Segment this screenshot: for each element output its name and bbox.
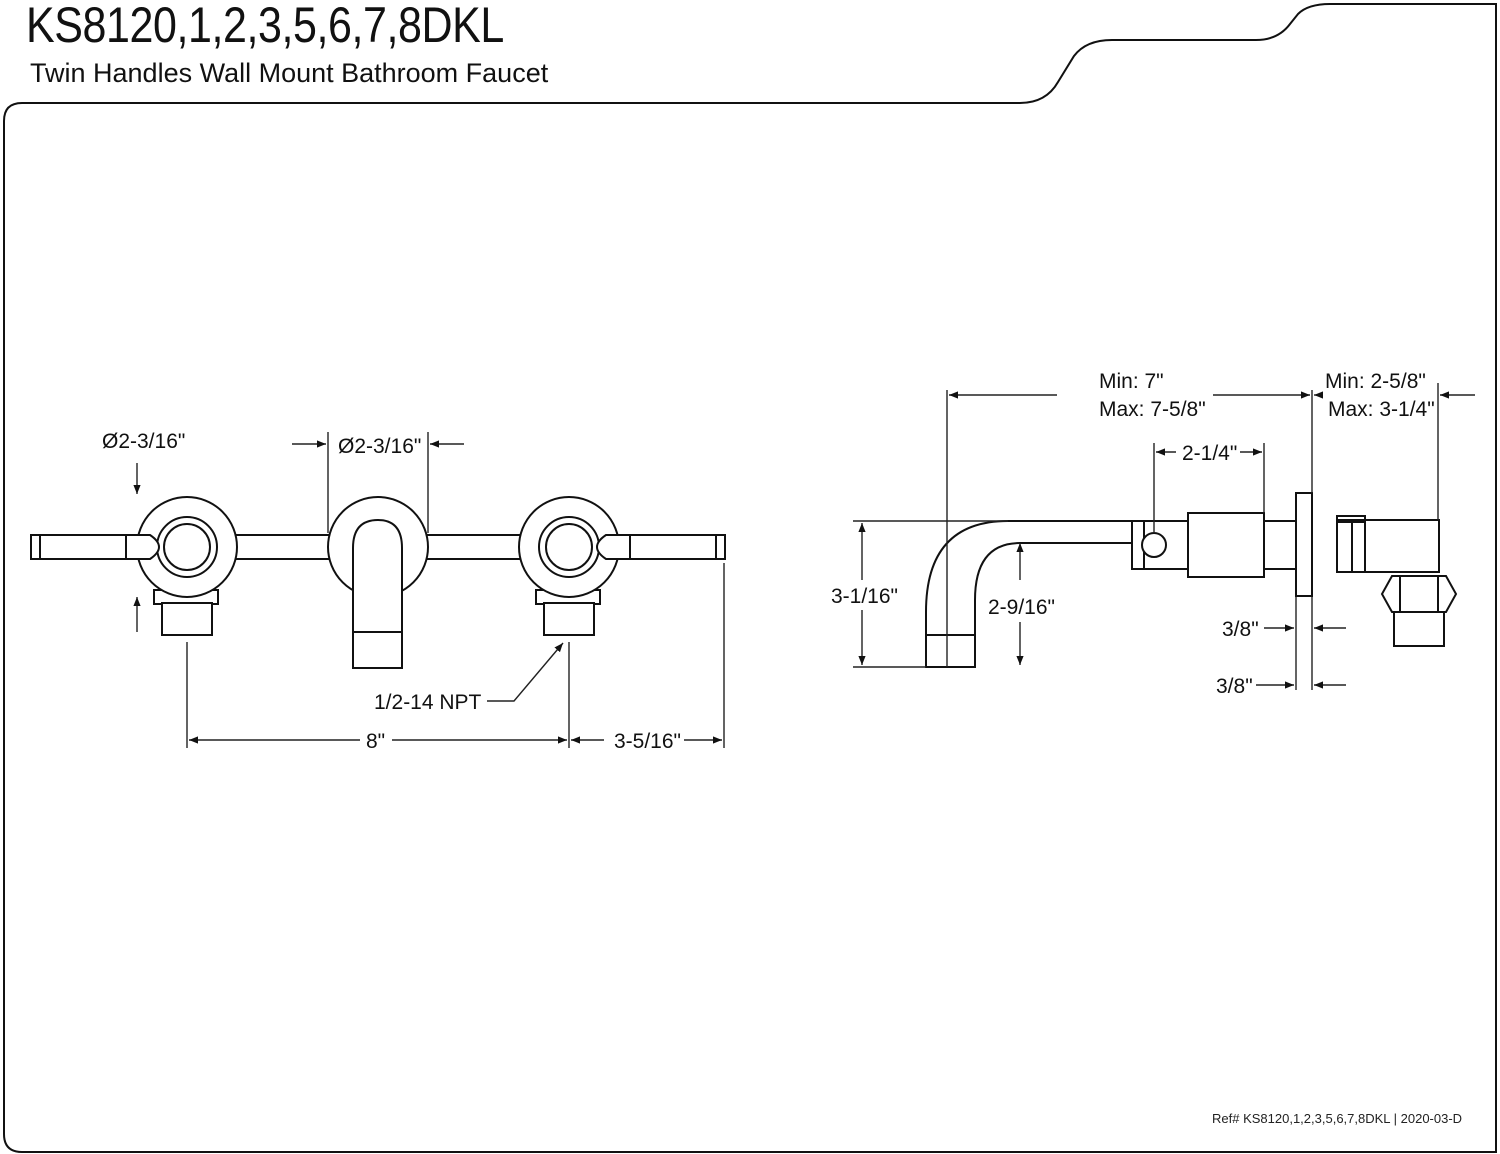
sheet-border — [3, 3, 1497, 1153]
reference-footer: Ref# KS8120,1,2,3,5,6,7,8DKL | 2020-03-D — [1212, 1111, 1463, 1126]
front-spout — [327, 496, 429, 669]
model-title: KS8120,1,2,3,5,6,7,8DKL — [26, 0, 504, 53]
spout-outlet-height-label: 2-9/16" — [988, 596, 1055, 619]
spout-flange-diameter-label: Ø2-3/16" — [338, 435, 421, 458]
left-valve — [125, 496, 238, 636]
collar-length-label: 2-1/4" — [1182, 442, 1237, 465]
spout-reach-min-label: Min: 7" — [1099, 370, 1164, 393]
front-view — [30, 432, 726, 748]
wall-flange — [1295, 492, 1313, 597]
thread-note-label: 1/2-14 NPT — [374, 691, 482, 714]
side-spout — [925, 520, 1133, 668]
side-view — [853, 383, 1475, 690]
right-valve — [518, 496, 631, 636]
flange-offset-label: 3/8" — [1216, 675, 1253, 698]
handle-overhang-label: 3-5/16" — [614, 730, 681, 753]
wall-depth-min-label: Min: 2-5/8" — [1325, 370, 1426, 393]
flange-thickness-label: 3/8" — [1222, 618, 1259, 641]
left-handle-diameter-label: Ø2-3/16" — [102, 430, 185, 453]
spout-height-label: 3-1/16" — [831, 585, 898, 608]
product-description: Twin Handles Wall Mount Bathroom Faucet — [30, 58, 549, 88]
spout-reach-max-label: Max: 7-5/8" — [1099, 398, 1206, 421]
center-spacing-label: 8" — [366, 730, 385, 753]
wall-depth-max-label: Max: 3-1/4" — [1328, 398, 1435, 421]
